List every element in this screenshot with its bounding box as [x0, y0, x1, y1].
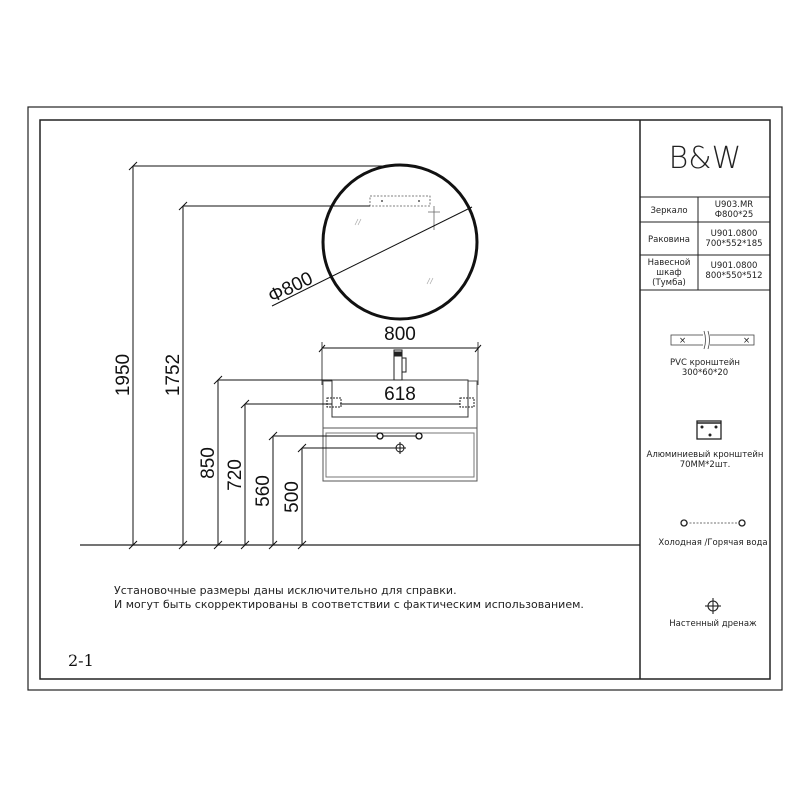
- height-label-mirror-top: 1950: [113, 354, 134, 396]
- note-line: И могут быть скорректированы в соответст…: [114, 598, 584, 611]
- basin: [331, 379, 469, 418]
- note-line: Установочные размеры даны исключительно …: [114, 584, 457, 597]
- item-code: U901.0800: [711, 229, 758, 239]
- legend-label: Алюминиевый кронштейн: [647, 450, 764, 460]
- item-name: Навесной: [648, 258, 691, 268]
- height-dimensions: [128, 161, 400, 550]
- legend: × × PVC кронштейн 300*60*20 Алюминиевый …: [647, 330, 768, 629]
- legend-label: 70MM*2шт.: [680, 460, 731, 470]
- hot-water-point: [415, 432, 423, 440]
- item-size: Ф800*25: [715, 210, 754, 220]
- svg-text:×: ×: [743, 336, 750, 346]
- legend-label: Настенный дренаж: [669, 619, 757, 629]
- vanity-cabinet: [318, 342, 482, 482]
- height-label-mirror-bracket: 1752: [163, 354, 184, 396]
- drawer: [325, 432, 475, 478]
- svg-text:×: ×: [679, 336, 686, 346]
- height-label-water: 560: [253, 475, 274, 507]
- bracket-spacing-label: 618: [384, 384, 416, 405]
- faucet: [393, 349, 407, 381]
- round-mirror: Φ800: [265, 163, 479, 321]
- title-block: B&W Зеркало U903.MR Ф800*25 Раковина U90…: [640, 141, 770, 291]
- item-size: 700*552*185: [705, 239, 762, 249]
- height-label-drain: 500: [282, 481, 303, 513]
- drain-point: [394, 442, 406, 454]
- cold-water-point: [376, 432, 384, 440]
- wall-drain-icon: [705, 598, 721, 614]
- item-name: Зеркало: [650, 206, 687, 216]
- item-name: (Тумба): [652, 278, 686, 288]
- brand-logo: B&W: [669, 141, 742, 176]
- legend-label: 300*60*20: [682, 368, 728, 378]
- item-name: Раковина: [648, 235, 690, 245]
- height-label-basin-top: 850: [198, 447, 219, 479]
- item-code: U903.MR: [715, 200, 753, 210]
- page-number: 2-1: [68, 651, 94, 670]
- bracket-right: [459, 397, 475, 408]
- item-code: U901.0800: [711, 261, 758, 271]
- inner-frame: [39, 119, 771, 680]
- item-name: шкаф: [656, 268, 681, 278]
- table-row: Зеркало U903.MR Ф800*25: [650, 200, 753, 220]
- bracket-left: [326, 397, 342, 408]
- legend-label: Холодная /Горячая вода: [658, 538, 767, 548]
- pvc-bracket-icon: × ×: [670, 330, 755, 350]
- table-row: Раковина U901.0800 700*552*185: [648, 229, 763, 249]
- table-row: Навесной шкаф (Тумба) U901.0800 800*550*…: [648, 258, 763, 288]
- diameter-line: [271, 206, 473, 307]
- item-size: 800*550*512: [705, 271, 762, 281]
- cabinet-width-label: 800: [384, 324, 416, 345]
- height-label-bracket: 720: [225, 459, 246, 491]
- water-pipes-icon: [680, 519, 746, 527]
- mirror-diameter-label: Φ800: [265, 268, 316, 307]
- legend-label: PVC кронштейн: [670, 358, 740, 368]
- aluminium-bracket-icon: [696, 420, 722, 440]
- outer-frame: [27, 106, 783, 691]
